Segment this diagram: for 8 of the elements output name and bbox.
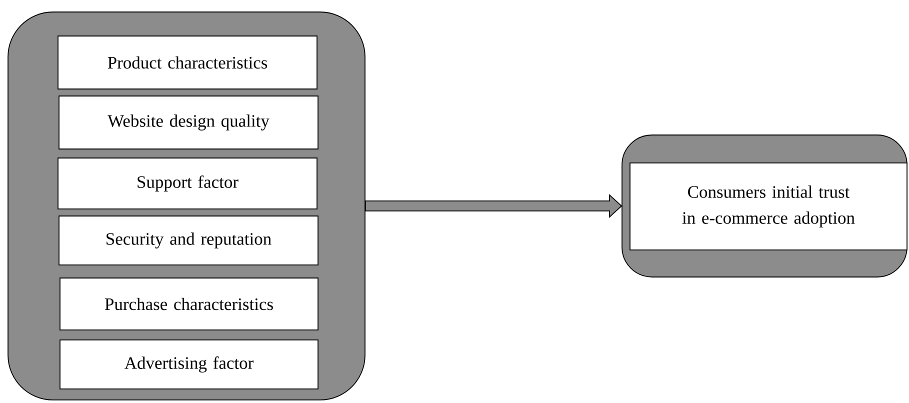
text-box: Advertising factor xyxy=(60,340,318,390)
text-box: Website design quality xyxy=(58,96,318,150)
text-box: Purchase characteristics xyxy=(60,278,318,330)
text-box: Product characteristics xyxy=(58,36,318,90)
text-box: Support factor xyxy=(58,158,318,210)
block-arrow xyxy=(365,194,622,218)
text-box: Consumers initial trust in e-commerce adoption xyxy=(630,162,908,250)
text-box: Security and reputation xyxy=(58,216,318,266)
